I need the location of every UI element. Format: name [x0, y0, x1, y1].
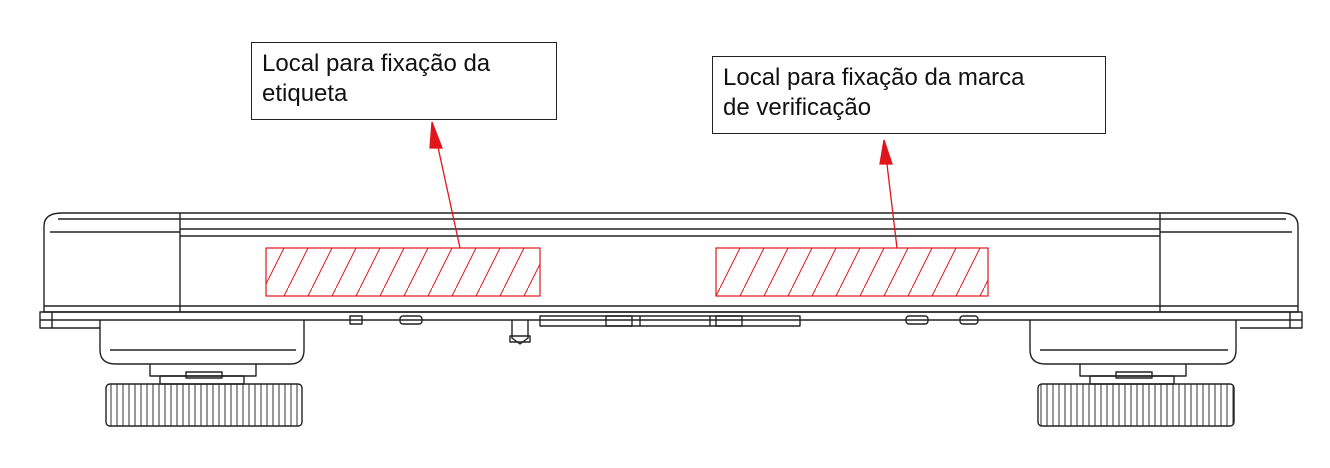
callout-line: etiqueta: [262, 80, 348, 107]
right-leveling-wheel: [1037, 383, 1235, 427]
label-location-callout: Local para fixação da etiqueta: [251, 42, 557, 120]
right-foot: [1029, 320, 1237, 385]
scale-body: [43, 212, 1299, 313]
left-leveling-wheel: [105, 383, 303, 427]
left-foot: [99, 320, 305, 385]
callout-line: Local para fixação da: [262, 50, 491, 77]
verification-mark-area: [715, 247, 989, 297]
base-rail: [39, 311, 1303, 321]
label-area: [265, 247, 541, 297]
verification-mark-location-callout: Local para fixação da marca de verificaç…: [712, 56, 1106, 134]
arrow-to-label-callout: [429, 121, 461, 249]
callout-line: de verificação: [723, 94, 872, 121]
center-connector: [511, 320, 529, 345]
arrow-to-verification-callout: [879, 139, 898, 249]
callout-line: Local para fixação da marca: [723, 64, 1025, 91]
